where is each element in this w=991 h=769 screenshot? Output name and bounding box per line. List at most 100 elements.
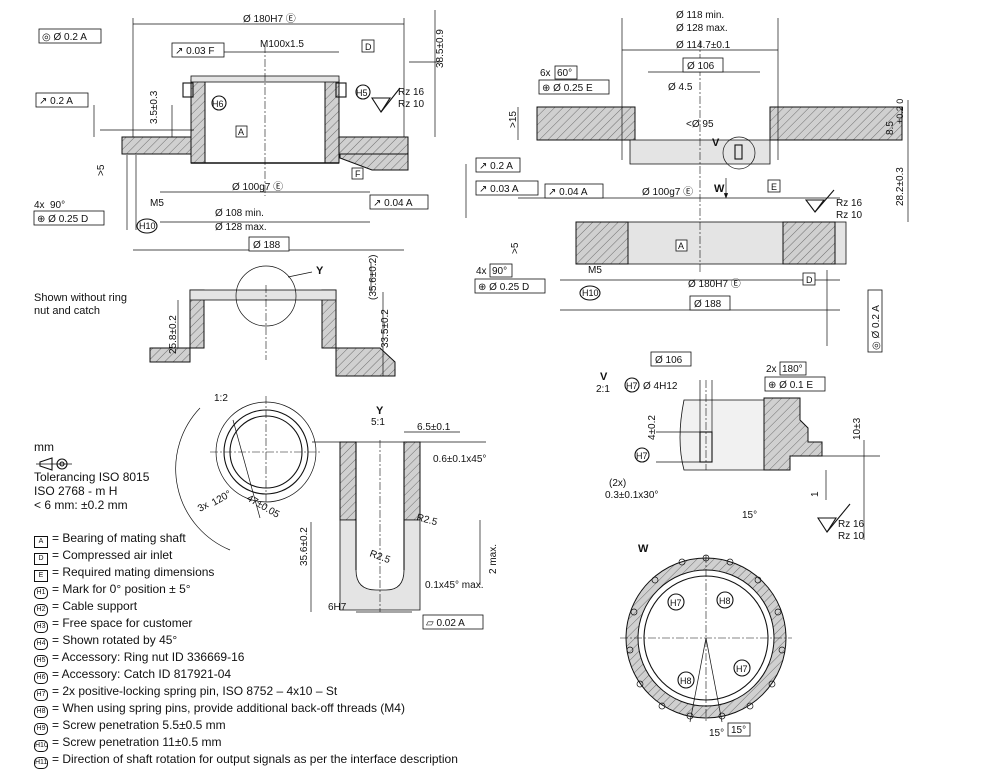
tr-four: 4x — [476, 266, 487, 277]
runout-datum-label: ◎ Ø 0.2 A — [42, 32, 87, 43]
v-a180-frame — [779, 361, 807, 376]
w-h8a: H8 — [719, 596, 731, 606]
tr-r004: ↗ 0.04 A — [548, 187, 588, 198]
tr-datum-e-frame — [767, 179, 781, 193]
v-a180: 180° — [782, 364, 803, 375]
tr-a90-frame — [489, 263, 513, 278]
y-scale-label: 5:1 — [371, 417, 385, 428]
min108-label: Ø 108 min. — [215, 208, 264, 219]
tr-datum-a: A — [678, 241, 684, 251]
runout-f-label: ↗ 0.03 F — [175, 46, 215, 57]
legend-text: = Free space for customer — [52, 616, 193, 630]
legend-key: A — [34, 536, 48, 548]
d47-label: 47±0.05 — [245, 493, 282, 521]
chamfer2-label: 0.1x45° max. — [425, 580, 483, 591]
tr-a60: 60° — [557, 68, 572, 79]
dim-35-label: 3.5±0.3 — [149, 90, 160, 124]
legend-item: D= Compressed air inlet — [34, 548, 458, 565]
h5-marker: H5 — [356, 88, 368, 98]
tolerance-notes: mm Tolerancing ISO 8015 ISO 2768 - m H <… — [34, 440, 149, 512]
tr-max128: Ø 128 max. — [676, 23, 728, 34]
tr-runout-frame — [867, 289, 883, 353]
gt5-label: >5 — [96, 164, 107, 176]
tr-h10: H10 — [582, 288, 599, 298]
legend-text: = Mark for 0° position ± 5° — [52, 582, 191, 596]
runout-004-label: ↗ 0.04 A — [373, 198, 413, 209]
v-pos01e: ⊕ Ø 0.1 E — [768, 380, 813, 391]
v-d4: 4±0.2 — [647, 415, 658, 440]
legend-text: = When using spring pins, provide additi… — [52, 701, 405, 715]
datum-a-frame — [235, 125, 248, 138]
w-a15a: 15° — [709, 728, 724, 739]
runout-004-frame — [369, 194, 429, 210]
w-title: W — [638, 543, 649, 555]
d356-label: (35.6±0.2) — [368, 254, 379, 300]
tr-datum-a-frame — [675, 239, 688, 252]
scale-12-label: 1:2 — [214, 393, 228, 404]
legend-text: = Cable support — [52, 599, 138, 613]
tr-m5: M5 — [588, 265, 602, 276]
v-rz10: Rz 10 — [838, 531, 865, 542]
v-title: V — [600, 371, 608, 383]
v-two2: (2x) — [609, 478, 626, 489]
tr-d180: Ø 180H7 Ⓔ — [688, 278, 741, 290]
datum-f-label: F — [355, 169, 361, 179]
tolerance-line-1: Tolerancing ISO 8015 — [34, 470, 150, 484]
mid-left-view — [149, 262, 396, 377]
w-h7b: H7 — [736, 664, 748, 674]
tr-r02-frame — [475, 157, 521, 173]
top-left-labels: ◎ Ø 0.2 A Ø 180H7 Ⓔ ↗ 0.03 F M100x1.5 D … — [33, 13, 446, 252]
legend-item: H10 = Screw penetration 11±0.5 mm — [34, 735, 458, 752]
legend-item: H4= Shown rotated by 45° — [34, 633, 458, 650]
tr-a90: 90° — [492, 266, 507, 277]
tolerance-line-2: ISO 2768 - m H — [34, 484, 118, 498]
detail-w-view — [620, 554, 792, 723]
legend-key: H10 — [34, 740, 48, 752]
tr-gt15: >15 — [508, 111, 519, 128]
projection-symbol — [36, 457, 72, 471]
legend-key: H4 — [34, 638, 48, 650]
legend-item: H7 = 2x positive-locking spring pin, ISO … — [34, 684, 458, 701]
legend-key: H3 — [34, 621, 48, 633]
w-a15b: 15° — [731, 725, 746, 736]
legend-key: D — [34, 553, 48, 565]
angle120-label: 120° — [210, 489, 233, 509]
tr-r004-frame — [544, 183, 604, 199]
height-dim-label: 38.5±0.9 — [435, 29, 446, 68]
tr-r003-frame — [475, 180, 539, 196]
legend-text: = 2x positive-locking spring pin, ISO 87… — [52, 684, 338, 698]
m5-label: M5 — [150, 198, 164, 209]
pos-frame — [33, 210, 105, 226]
legend-item: H6= Accessory: Catch ID 817921-04 — [34, 667, 458, 684]
runout-a-label: ↗ 0.2 A — [39, 96, 73, 107]
v-d10: 10±3 — [852, 417, 863, 440]
runout-f-frame — [171, 42, 225, 58]
v-one: 1 — [810, 491, 821, 497]
d356-y-label: 35.6±0.2 — [299, 527, 310, 566]
legend-text: = Required mating dimensions — [52, 565, 215, 579]
tr-rz16: Rz 16 — [836, 198, 863, 209]
legend-text: = Screw penetration 11±0.5 mm — [52, 735, 222, 749]
tr-d282: 28.2±0.3 — [895, 167, 906, 206]
tr-runout: ◎ Ø 0.2 A — [871, 305, 882, 350]
holes-count-label: 4x — [34, 200, 45, 211]
legend-key: H7 — [34, 689, 48, 701]
y-marker: Y — [316, 265, 324, 277]
tr-d188-frame — [689, 295, 731, 311]
unit-label: mm — [34, 440, 54, 454]
max2-label: 2 max. — [488, 544, 499, 574]
tr-rz10: Rz 10 — [836, 210, 863, 221]
legend-key: H5 — [34, 655, 48, 667]
h7-fit-label: 6H7 — [328, 602, 347, 613]
v-d4h12: Ø 4H12 — [643, 381, 678, 392]
d65-label: 6.5±0.1 — [417, 422, 451, 433]
legend-key: H1 — [34, 587, 48, 599]
legend-item: H9= Screw penetration 5.5±0.5 mm — [34, 718, 458, 735]
tr-v-marker: V — [712, 137, 720, 149]
tr-pos025d-frame — [474, 278, 546, 294]
w-h8b: H8 — [680, 676, 692, 686]
tr-d45: Ø 4.5 — [668, 82, 693, 93]
tr-six: 6x — [540, 68, 551, 79]
rz10-label: Rz 10 — [398, 99, 425, 110]
